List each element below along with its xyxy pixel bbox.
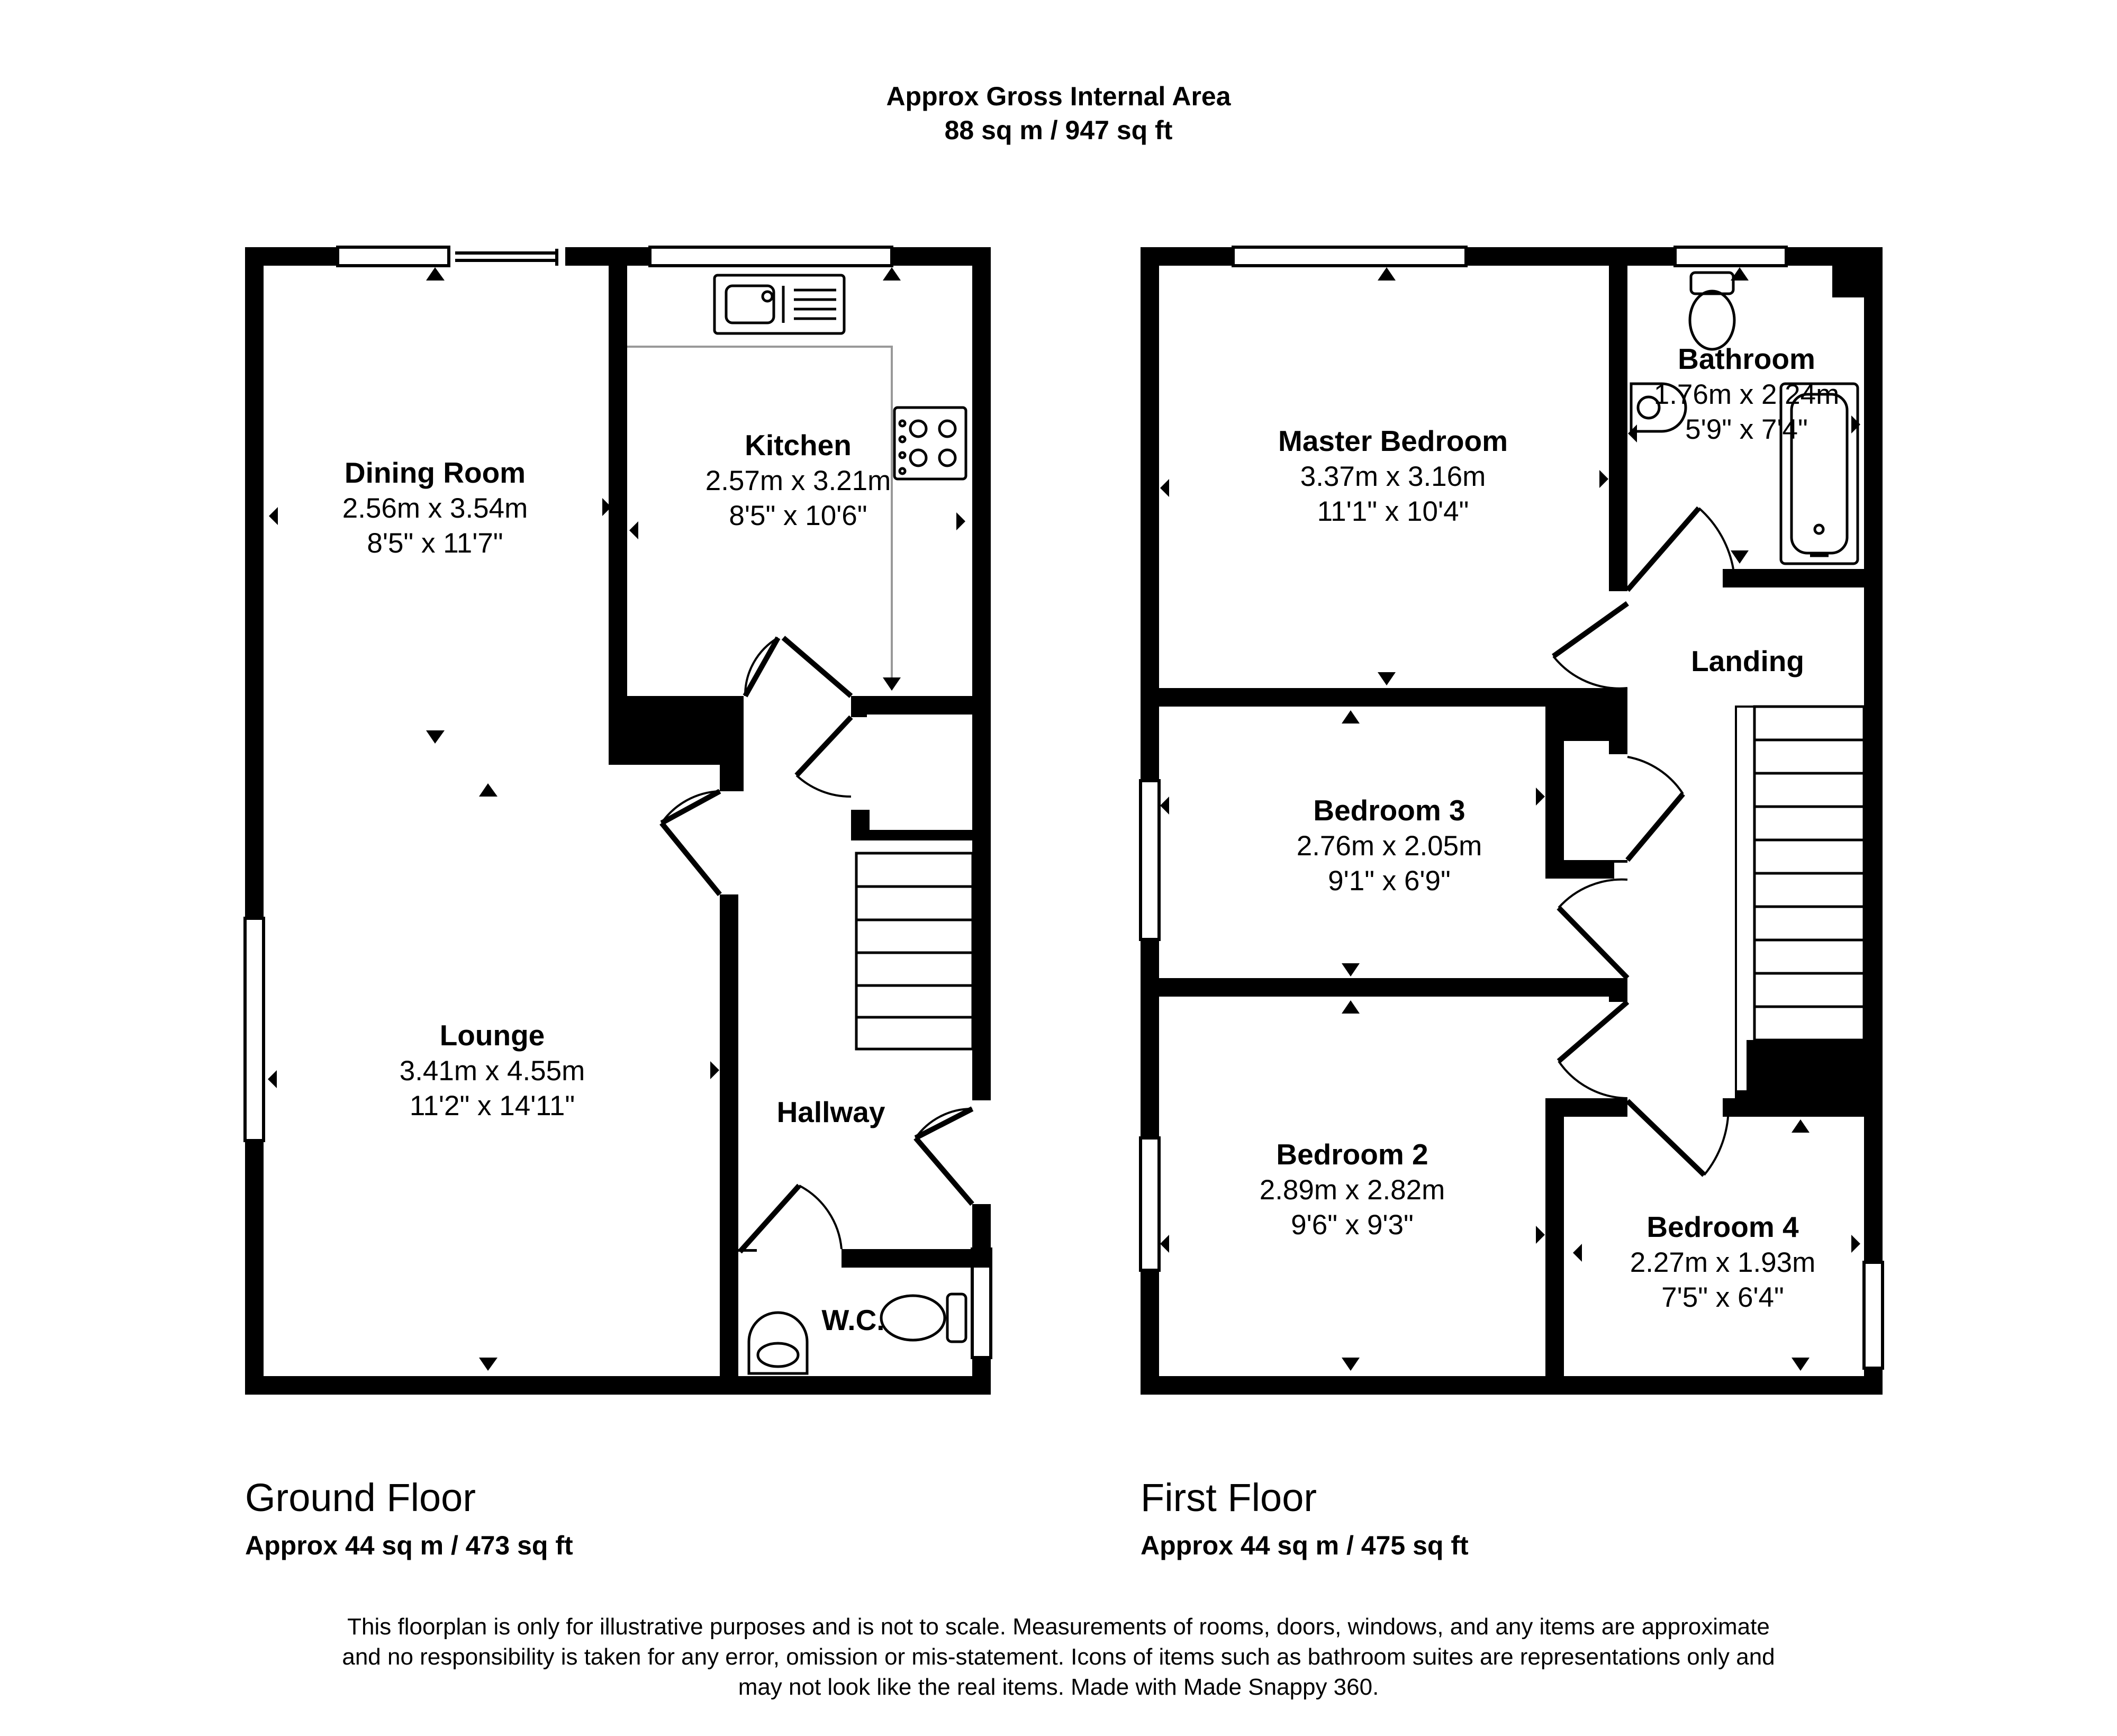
kitchen-metric: 2.57m x 3.21m bbox=[705, 465, 891, 496]
first-stairs bbox=[1735, 705, 1866, 1098]
bedroom-4-imperial: 7'5" x 6'4" bbox=[1661, 1282, 1784, 1313]
first-floor-area: Approx 44 sq m / 475 sq ft bbox=[1141, 1531, 1469, 1560]
room-labels: Dining Room 2.56m x 3.54m 8'5" x 11'7" K… bbox=[342, 342, 1840, 1336]
first-floor-plan bbox=[1139, 246, 1884, 1395]
master-bedroom-name: Master Bedroom bbox=[1278, 424, 1508, 457]
area-header: Approx Gross Internal Area 88 sq m / 947… bbox=[0, 79, 2117, 147]
first-dimension-arrows bbox=[1160, 267, 1860, 1371]
lounge-metric: 3.41m x 4.55m bbox=[400, 1055, 585, 1087]
bedroom-4-metric: 2.27m x 1.93m bbox=[1630, 1247, 1816, 1278]
hallway-name: Hallway bbox=[777, 1096, 885, 1128]
disclaimer-line-2: and no responsibility is taken for any e… bbox=[342, 1644, 1775, 1670]
bathroom-metric: 1.76m x 2.24m bbox=[1654, 379, 1840, 410]
kitchen-imperial: 8'5" x 10'6" bbox=[729, 500, 867, 531]
bathroom-name: Bathroom bbox=[1678, 342, 1815, 375]
ground-doors bbox=[659, 636, 974, 1254]
total-area: 88 sq m / 947 sq ft bbox=[944, 115, 1173, 145]
wc-toilet-icon bbox=[880, 1292, 967, 1343]
bedroom-3-imperial: 9'1" x 6'9" bbox=[1328, 865, 1451, 897]
landing-name: Landing bbox=[1691, 645, 1804, 677]
bedroom-3-metric: 2.76m x 2.05m bbox=[1297, 830, 1482, 862]
ground-floor-title: Ground Floor bbox=[245, 1476, 476, 1520]
ground-interior-walls bbox=[609, 247, 991, 1395]
area-title: Approx Gross Internal Area bbox=[886, 82, 1231, 111]
first-windows bbox=[1139, 246, 1884, 1370]
kitchen-worktops bbox=[627, 346, 893, 683]
bathroom-basin-icon bbox=[1630, 382, 1687, 433]
hob-icon bbox=[893, 406, 967, 481]
bathroom-imperial: 5'9" x 7'4" bbox=[1685, 414, 1808, 445]
lounge-imperial: 11'2" x 14'11" bbox=[410, 1090, 575, 1122]
first-floor-title: First Floor bbox=[1141, 1476, 1317, 1520]
first-doors bbox=[1552, 506, 1734, 1177]
ground-stairs bbox=[855, 852, 974, 1051]
ground-dimension-arrows bbox=[268, 267, 965, 1371]
dining-room-imperial: 8'5" x 11'7" bbox=[367, 528, 503, 559]
kitchen-name: Kitchen bbox=[745, 429, 852, 462]
dining-room-name: Dining Room bbox=[345, 456, 526, 489]
master-bedroom-metric: 3.37m x 3.16m bbox=[1300, 461, 1486, 492]
dining-room-metric: 2.56m x 3.54m bbox=[342, 493, 528, 524]
first-interior-walls bbox=[1141, 247, 1883, 1395]
bedroom-2-imperial: 9'6" x 9'3" bbox=[1291, 1209, 1414, 1241]
bedroom-2-name: Bedroom 2 bbox=[1276, 1138, 1428, 1171]
bedroom-3-name: Bedroom 3 bbox=[1313, 794, 1465, 827]
master-bedroom-imperial: 11'1" x 10'4" bbox=[1317, 496, 1469, 527]
ground-outer-walls bbox=[245, 247, 991, 1395]
ground-floor-area: Approx 44 sq m / 473 sq ft bbox=[245, 1531, 573, 1560]
disclaimer-line-1: This floorplan is only for illustrative … bbox=[347, 1614, 1770, 1640]
lounge-name: Lounge bbox=[440, 1019, 545, 1052]
ground-floor-plan bbox=[243, 246, 992, 1395]
bath-icon bbox=[1779, 382, 1859, 565]
bathroom-toilet-icon bbox=[1688, 271, 1736, 351]
wc-basin-icon bbox=[747, 1311, 809, 1375]
wc-name: W.C. bbox=[821, 1304, 884, 1336]
kitchen-sink-icon bbox=[713, 274, 846, 335]
bedroom-4-name: Bedroom 4 bbox=[1646, 1210, 1799, 1243]
bedroom-2-metric: 2.89m x 2.82m bbox=[1260, 1174, 1445, 1206]
disclaimer-line-3: may not look like the real items. Made w… bbox=[738, 1674, 1379, 1700]
ground-sliding-door bbox=[455, 249, 558, 266]
disclaimer: This floorplan is only for illustrative … bbox=[212, 1612, 1905, 1702]
